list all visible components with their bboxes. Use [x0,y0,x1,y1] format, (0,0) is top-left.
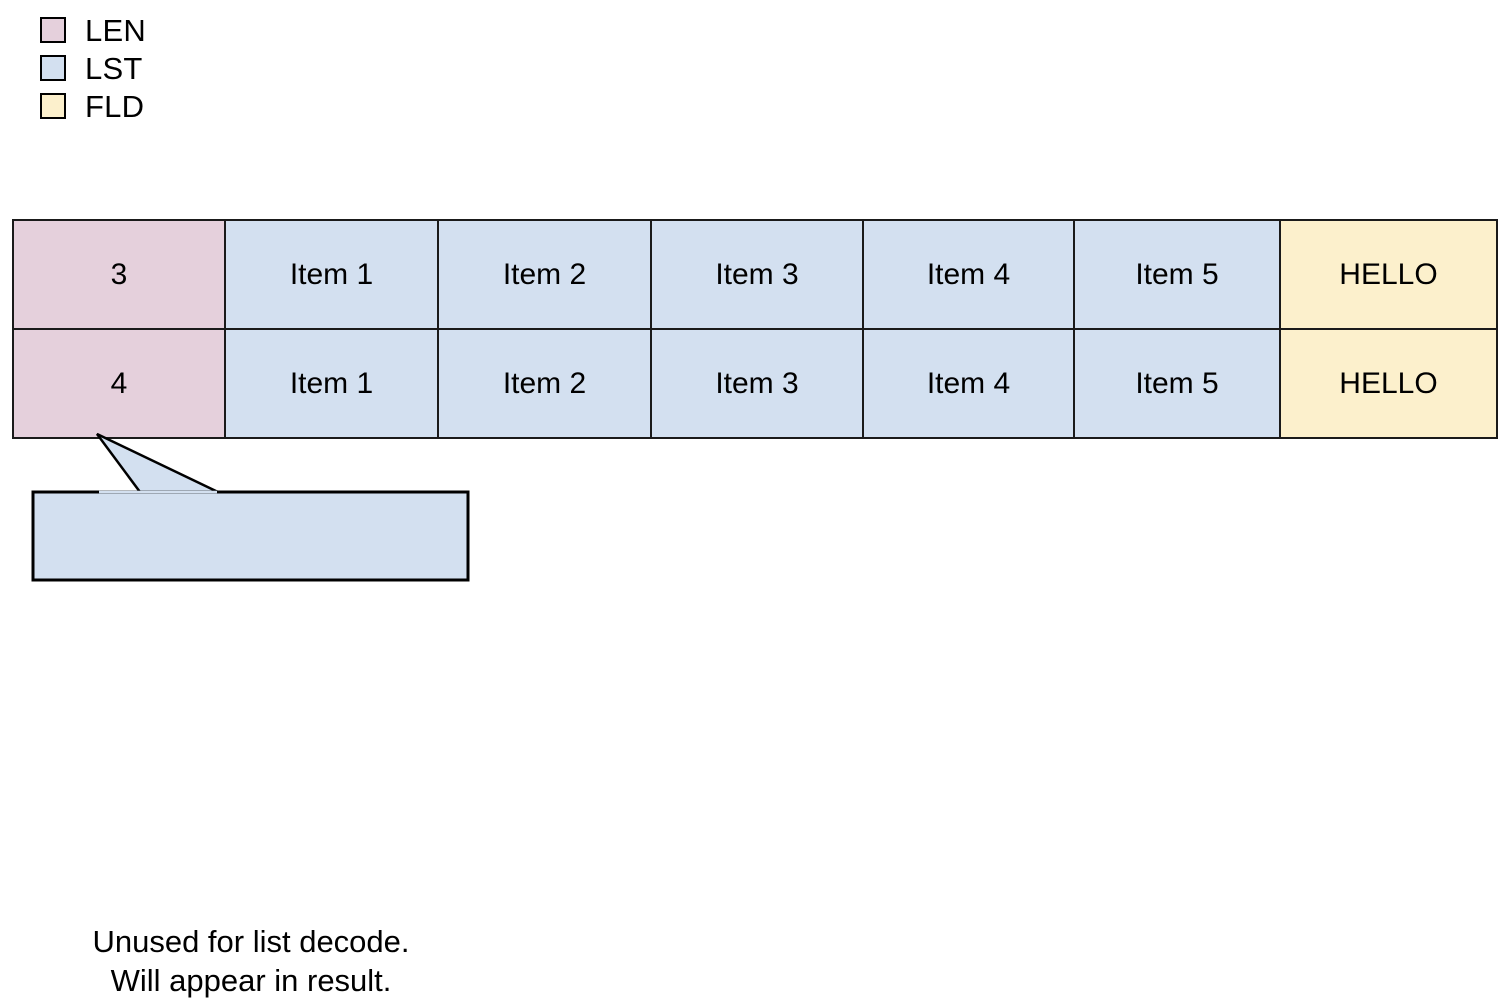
legend-swatch-fld-icon [40,93,66,119]
cell-lst-row0-1: Item 2 [437,219,652,330]
cell-fld-row1: HELLO [1279,328,1498,439]
legend-swatch-len-icon [40,17,66,43]
cell-lst-row1-2: Item 3 [650,328,864,439]
cell-len-row0: 3 [12,219,226,330]
cell-lst-row0-4: Item 5 [1073,219,1281,330]
callout-annotation: Unused for list decode. Will appear in r… [0,425,500,998]
legend-label-fld: FLD [85,88,145,124]
callout-tail [95,432,219,494]
cell-lst-row0-0: Item 1 [224,219,439,330]
table-row: 3 Item 1 Item 2 Item 3 Item 4 Item 5 HEL… [12,219,1498,330]
cell-len-row1: 4 [12,328,226,439]
struct-layout-table: 3 Item 1 Item 2 Item 3 Item 4 Item 5 HEL… [12,219,1498,439]
legend: LEN LST FLD [40,12,146,124]
callout-shape [31,432,470,582]
cell-fld-row0: HELLO [1279,219,1498,330]
cell-lst-row1-1: Item 2 [437,328,652,439]
table-row: 4 Item 1 Item 2 Item 3 Item 4 Item 5 HEL… [12,328,1498,439]
legend-item-lst: LST [40,50,146,86]
callout-text: Unused for list decode. Will appear in r… [33,917,469,1005]
legend-item-len: LEN [40,12,146,48]
callout-line-2: Will appear in result. [110,963,392,998]
cell-lst-row1-0: Item 1 [224,328,439,439]
cell-lst-row0-3: Item 4 [862,219,1075,330]
legend-item-fld: FLD [40,88,146,124]
callout-box [31,490,470,582]
legend-label-len: LEN [85,12,146,48]
cell-lst-row1-4: Item 5 [1073,328,1281,439]
legend-swatch-lst-icon [40,55,66,81]
callout-line-1: Unused for list decode. [92,924,410,959]
cell-lst-row0-2: Item 3 [650,219,864,330]
legend-label-lst: LST [85,50,143,86]
cell-lst-row1-3: Item 4 [862,328,1075,439]
